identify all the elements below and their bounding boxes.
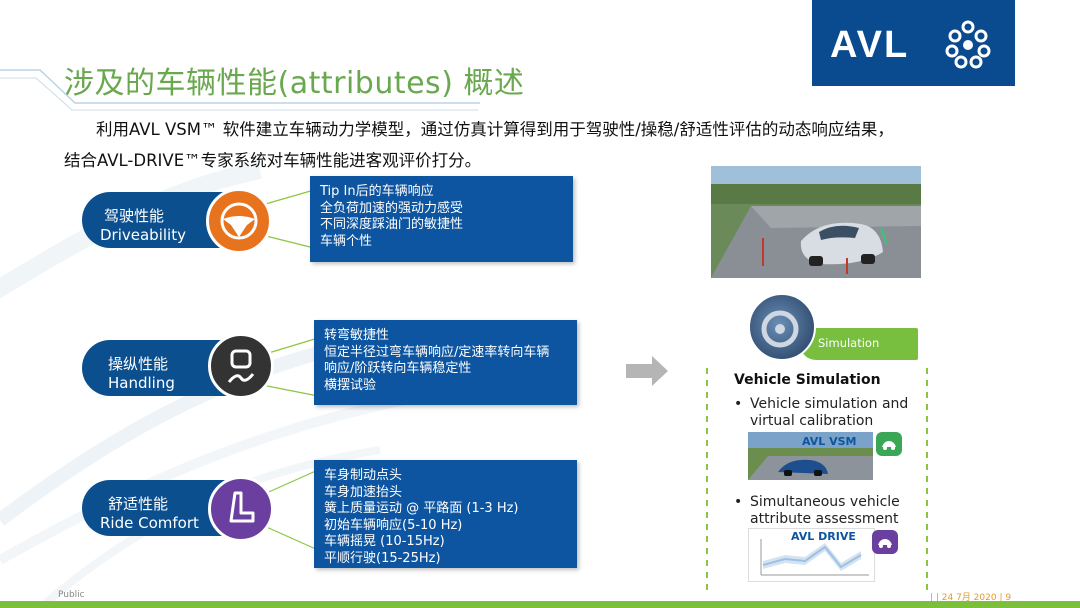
detail-item: 平顺行驶(15-25Hz) [324,550,441,566]
attribute-ride-comfort-cn: 舒适性能 [108,495,169,513]
avl-vsm-label: AVL VSM [802,435,857,448]
detail-item: 车辆个性 [320,233,373,249]
detail-item: 全负荷加速的强动力感受 [320,200,464,216]
intro-line-1: 利用AVL VSM™ 软件建立车辆动力学模型，通过仿真计算得到用于驾驶性/操稳/… [96,120,894,139]
wheel-thumbnail [748,293,816,361]
attribute-handling-en: Handling [108,374,175,392]
detail-item: 恒定半径过弯车辆响应/定速率转向车辆 [324,344,550,360]
driveability-details: Tip In后的车辆响应 全负荷加速的强动力感受 不同深度踩油门的敏捷性 车辆个… [310,176,573,262]
steering-wheel-icon [206,188,272,254]
bottom-bar [0,601,1080,608]
ride-comfort-details: 车身制动点头 车身加速抬头 簧上质量运动 @ 平路面 (1-3 Hz) 初始车辆… [314,460,577,568]
footer-classification: Public [58,590,85,600]
avl-drive-thumbnail: AVL DRIVE [748,528,875,582]
drive-car-icon [872,530,898,554]
vehicle-simulation-image [711,166,921,278]
handling-details: 转弯敏捷性 恒定半径过弯车辆响应/定速率转向车辆 响应/阶跃转向车辆稳定性 横摆… [314,320,577,405]
bullet-1-line2: virtual calibration [750,413,874,429]
avl-logo-text: AVL [830,24,910,66]
car-seat-icon [208,476,274,542]
bullet-1: • Vehicle simulation and virtual calibra… [734,396,909,429]
attribute-ride-comfort-en: Ride Comfort [100,514,199,532]
vsm-car-icon [876,432,902,456]
attribute-driveability-cn: 驾驶性能 [104,207,165,225]
intro-line-2: 结合AVL-DRIVE™专家系统对车辆性能进客观评价打分。 [64,151,482,170]
bullet-2-line2: attribute assessment [750,511,899,527]
detail-item: 初始车辆响应(5-10 Hz) [324,517,463,533]
detail-item: 车身制动点头 [324,468,403,483]
simulation-badge-label: Simulation [818,336,880,350]
detail-item: 转弯敏捷性 [324,328,390,343]
detail-item: 不同深度踩油门的敏捷性 [320,217,464,232]
avl-vsm-thumbnail: AVL VSM [748,432,873,480]
vehicle-simulation-heading: Vehicle Simulation [734,372,881,388]
avl-drive-label: AVL DRIVE [791,530,856,543]
footer-date-page: | | 24 7月 2020 | 9 [930,593,1012,603]
bullet-1-line1: Vehicle simulation and [750,396,909,412]
avl-logo: AVL [812,0,1015,86]
detail-item: 横摆试验 [324,377,377,393]
detail-item: 响应/阶跃转向车辆稳定性 [324,361,472,376]
detail-item: 车身加速抬头 [324,484,403,500]
detail-item: 簧上质量运动 @ 平路面 (1-3 Hz) [324,501,519,516]
simulation-badge: Simulation [800,328,918,360]
page-title: 涉及的车辆性能(attributes) 概述 [64,66,525,101]
detail-item: Tip In后的车辆响应 [320,184,434,199]
bullet-2: • Simultaneous vehicle attribute assessm… [734,494,900,527]
vehicle-simulation-box: Vehicle Simulation • Vehicle simulation … [706,368,928,590]
bullet-2-line1: Simultaneous vehicle [750,494,900,510]
detail-item: 车辆摇晃 (10-15Hz) [324,534,445,549]
winding-road-car-icon [208,333,274,399]
attribute-driveability-en: Driveability [100,226,186,244]
avl-logo-mark-icon [945,20,991,69]
attribute-handling-cn: 操纵性能 [108,355,169,373]
